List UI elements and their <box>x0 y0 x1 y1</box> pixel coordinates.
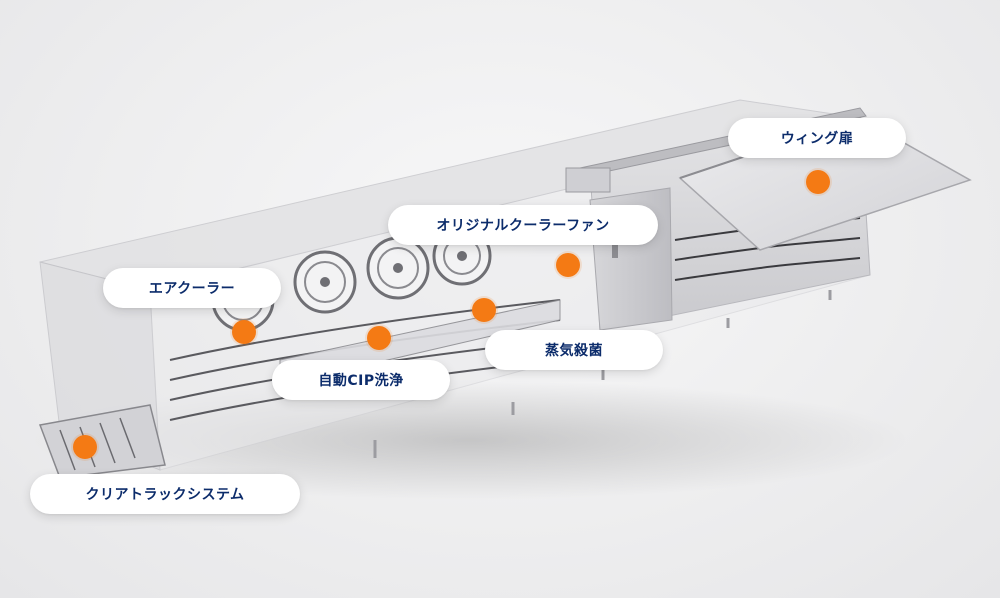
hotspot-steam-sterilization[interactable] <box>472 298 496 322</box>
label-clear-track-system[interactable]: クリアトラックシステム <box>30 474 300 514</box>
label-wing-door[interactable]: ウィング扉 <box>728 118 906 158</box>
label-auto-cip-cleaning[interactable]: 自動CIP洗浄 <box>272 360 450 400</box>
label-steam-sterilization[interactable]: 蒸気殺菌 <box>485 330 663 370</box>
hotspot-auto-cip-cleaning[interactable] <box>367 326 391 350</box>
rail-block <box>565 167 611 193</box>
hotspot-original-cooler-fan[interactable] <box>556 253 580 277</box>
support-legs <box>373 290 832 458</box>
hotspot-clear-track-system[interactable] <box>73 435 97 459</box>
label-original-cooler-fan[interactable]: オリジナルクーラーファン <box>388 205 658 245</box>
label-air-cooler[interactable]: エアクーラー <box>103 268 281 308</box>
hotspot-wing-door[interactable] <box>806 170 830 194</box>
hotspot-air-cooler[interactable] <box>232 320 256 344</box>
panel-handle <box>612 240 618 258</box>
